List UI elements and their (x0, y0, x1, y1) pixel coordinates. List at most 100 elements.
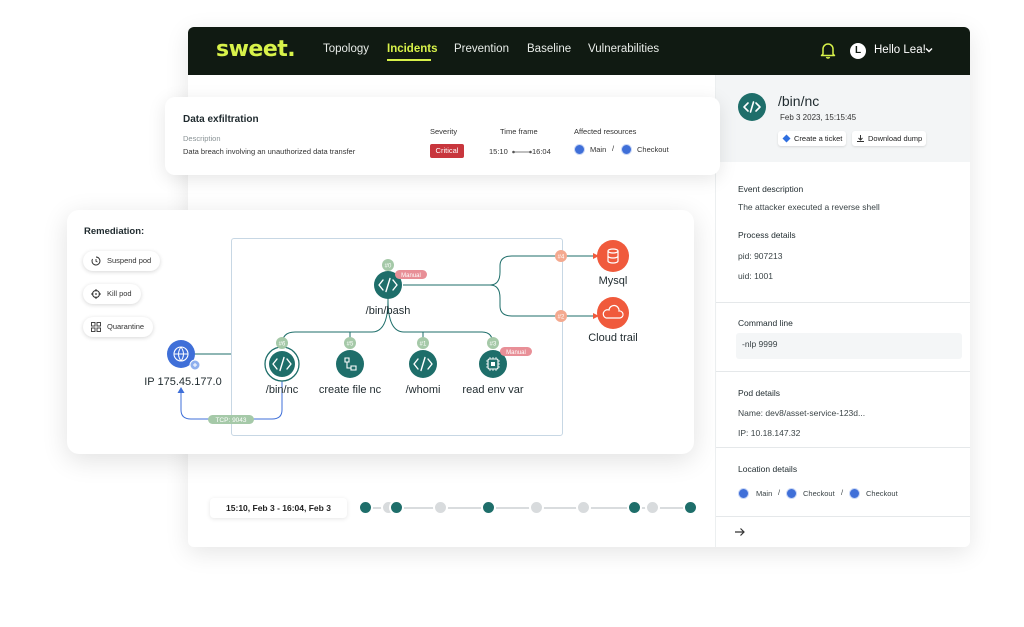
label-mysql: Mysql (599, 275, 628, 287)
globe-icon (574, 144, 585, 155)
kill-pod-button[interactable]: Kill pod (83, 284, 141, 304)
greeting[interactable]: Hello Lea! (874, 44, 926, 56)
crosshair-icon (91, 289, 101, 299)
section-divider (716, 516, 970, 517)
timeline-event-dot[interactable] (683, 500, 698, 515)
location-details-title: Location details (738, 464, 798, 474)
pod-name: Name: dev8/asset-service-123d... (738, 408, 866, 418)
suspend-icon (91, 256, 101, 266)
arrow-right-icon[interactable] (734, 527, 746, 537)
jira-icon (782, 134, 791, 143)
panel-date: Feb 3 2023, 15:15:45 (780, 113, 857, 122)
edge-bash-mysql (403, 255, 597, 286)
severity-badge: Critical (430, 144, 464, 158)
bell-icon[interactable] (820, 41, 836, 59)
command-line-value: -nlp 9999 (742, 339, 778, 349)
create-ticket-button[interactable]: Create a ticket (778, 131, 847, 146)
active-tab-indicator (387, 59, 431, 61)
event-description-text: The attacker executed a reverse shell (738, 202, 880, 212)
badge-bash-text: #0 (385, 264, 392, 270)
download-dump-label: Download dump (868, 134, 923, 143)
timeline-event-dot[interactable] (481, 500, 496, 515)
resource-main[interactable]: Main (590, 145, 607, 154)
logo: sweet. (216, 37, 296, 62)
node-mysql (597, 240, 629, 272)
timeline-event-dot[interactable] (627, 500, 642, 515)
timeline-event-dot[interactable] (358, 500, 373, 515)
code-icon (413, 356, 433, 372)
timeline-event-dot[interactable] (576, 500, 591, 515)
node-createfile (336, 350, 364, 378)
timeline-range: 15:10, Feb 3 - 16:04, Feb 3 (210, 498, 347, 518)
process-uid: uid: 1001 (738, 271, 773, 281)
timeframe-connector (512, 150, 532, 154)
download-icon (857, 135, 864, 142)
section-divider (716, 371, 970, 372)
affected-resources-label: Affected resources (574, 127, 637, 136)
quarantine-button[interactable]: Quarantine (83, 317, 154, 337)
pod-details-title: Pod details (738, 388, 781, 398)
badge-cloudtrail (555, 310, 567, 322)
globe-icon (849, 488, 860, 499)
command-line-box (736, 333, 962, 359)
nav-vulnerabilities[interactable]: Vulnerabilities (588, 43, 660, 55)
badge-envvar (487, 337, 499, 349)
badge-nc-text: #6 (279, 342, 286, 348)
location-checkout-2: Checkout (866, 489, 898, 498)
timeline-event-dot[interactable] (529, 500, 544, 515)
process-graph: TCP: 9043 #0 Manual /bin/bash #4 Mysql #… (144, 240, 638, 424)
connection-label: TCP: 9043 (215, 417, 246, 424)
tag-manual-bash-text: Manual (401, 273, 421, 279)
pod-ip: IP: 10.18.147.32 (738, 428, 801, 438)
suspend-pod-button[interactable]: Suspend pod (83, 251, 161, 271)
code-icon (272, 356, 292, 372)
timeline-event-dot[interactable] (433, 500, 448, 515)
label-nc: /bin/nc (266, 384, 299, 396)
timeline-event-dot[interactable] (389, 500, 404, 515)
label-createfile: create file nc (319, 384, 382, 396)
severity-label: Severity (430, 127, 458, 136)
create-ticket-label: Create a ticket (794, 134, 843, 143)
nav-incidents[interactable]: Incidents (387, 43, 438, 55)
remediation-card: Remediation: Suspend pod Kill pod Quaran… (67, 210, 694, 454)
location-main: Main (756, 489, 773, 498)
suspend-pod-label: Suspend pod (107, 256, 152, 265)
node-cloudtrail (597, 297, 629, 329)
timeline-track (364, 507, 690, 509)
label-envvar: read env var (462, 384, 523, 396)
time-start: 15:10 (489, 147, 508, 156)
download-dump-button[interactable]: Download dump (852, 131, 927, 146)
description-label: Description (183, 134, 221, 143)
event-description-title: Event description (738, 184, 804, 194)
section-divider (716, 302, 970, 303)
incident-title: Data exfiltration (183, 114, 259, 125)
nav-prevention[interactable]: Prevention (454, 43, 509, 55)
badge-mysql (555, 250, 567, 262)
globe-icon (786, 488, 797, 499)
incident-card[interactable]: Data exfiltration Description Data breac… (165, 97, 720, 175)
kill-pod-label: Kill pod (107, 289, 132, 298)
nav-baseline[interactable]: Baseline (527, 43, 572, 55)
resource-checkout[interactable]: Checkout (637, 145, 669, 154)
panel-title: /bin/nc (778, 93, 820, 109)
timeline-event-dot[interactable] (645, 500, 660, 515)
time-end: 16:04 (532, 147, 551, 156)
badge-whoami (417, 337, 429, 349)
pod-boundary (231, 238, 563, 436)
avatar[interactable]: L (850, 43, 866, 59)
globe-icon (621, 144, 632, 155)
badge-bash (382, 259, 394, 271)
globe-icon (738, 488, 749, 499)
location-separator: / (778, 488, 781, 497)
chevron-down-icon[interactable] (924, 45, 934, 55)
edge-bash-cloudtrail (489, 284, 597, 317)
tag-manual-bash (395, 270, 427, 279)
nav-topology[interactable]: Topology (323, 43, 370, 55)
location-separator: / (841, 488, 844, 497)
badge-createfile-text: #5 (347, 342, 354, 348)
badge-whoami-text: #1 (420, 342, 427, 348)
file-tree-icon (344, 357, 357, 371)
resource-separator: / (612, 144, 615, 153)
incident-description: Data breach involving an unauthorized da… (183, 147, 356, 156)
details-panel: /bin/nc Feb 3 2023, 15:15:45 Create a ti… (715, 75, 970, 547)
